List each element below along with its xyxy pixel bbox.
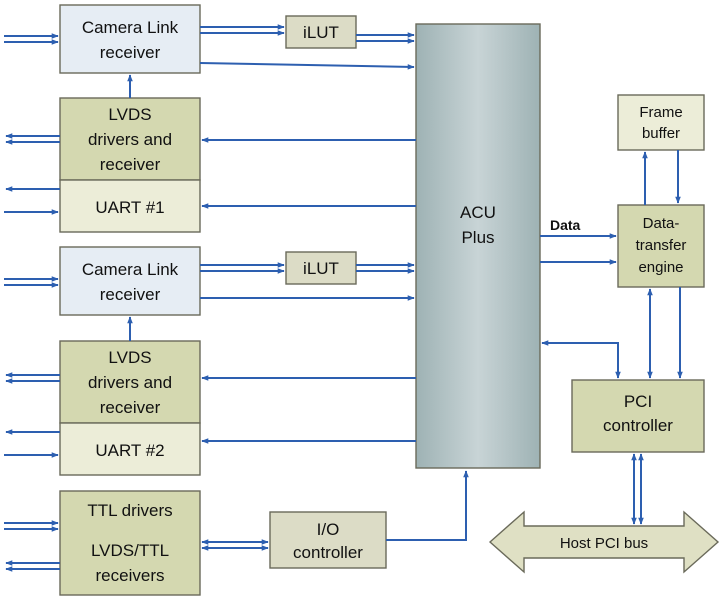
- lvds-2-line-2: drivers and: [88, 373, 172, 392]
- data-transfer-engine: Data- transfer engine: [617, 204, 705, 288]
- dte-line-1: Data-: [643, 215, 680, 232]
- uart-2-label: UART #2: [95, 441, 164, 460]
- ilut-1: iLUT: [285, 15, 357, 49]
- lvds-1-line-1: LVDS: [108, 105, 151, 124]
- camera-link-1-line-2: receiver: [100, 43, 161, 62]
- host-pci-bus: Host PCI bus: [488, 510, 720, 574]
- host-pci-bus-label: Host PCI bus: [560, 535, 648, 552]
- acu-line-1: ACU: [460, 203, 496, 222]
- frame-buffer: Frame buffer: [617, 94, 705, 151]
- ttl-drivers-receivers: TTL drivers LVDS/TTL receivers: [59, 490, 201, 596]
- uart-1-label: UART #1: [95, 198, 164, 217]
- lvds-drivers-receiver-1: LVDS drivers and receiver: [59, 97, 201, 181]
- dte-line-3: engine: [638, 259, 683, 276]
- camera-link-receiver-2: Camera Link receiver: [59, 246, 201, 316]
- uart-1: UART #1: [59, 179, 201, 233]
- ilut-2: iLUT: [285, 251, 357, 285]
- frame-buffer-line-1: Frame: [639, 104, 682, 121]
- pci-controller-line-2: controller: [603, 416, 673, 435]
- camera-link-receiver-1: Camera Link receiver: [59, 4, 201, 74]
- lvds-drivers-receiver-2: LVDS drivers and receiver: [59, 340, 201, 424]
- camera-link-2-line-2: receiver: [100, 285, 161, 304]
- lvds-1-line-3: receiver: [100, 155, 161, 174]
- io-controller-line-2: controller: [293, 543, 363, 562]
- acu-line-2: Plus: [461, 228, 494, 247]
- pci-controller: PCI controller: [571, 379, 705, 453]
- acu-plus: ACU Plus: [415, 23, 541, 469]
- arrow-acu-pci: [541, 340, 621, 379]
- lvds-2-line-3: receiver: [100, 398, 161, 417]
- frame-buffer-line-2: buffer: [642, 125, 680, 142]
- ilut-2-label: iLUT: [303, 259, 339, 278]
- ttl-line-1: TTL drivers: [87, 501, 172, 520]
- lvds-1-line-2: drivers and: [88, 130, 172, 149]
- lvds-2-line-1: LVDS: [108, 348, 151, 367]
- io-controller-line-1: I/O: [317, 520, 340, 539]
- ttl-line-2: LVDS/TTL: [91, 541, 169, 560]
- camera-link-1-line-1: Camera Link: [82, 18, 179, 37]
- arrow-cl1-acu: [199, 62, 415, 70]
- pci-controller-line-1: PCI: [624, 392, 652, 411]
- data-label: Data: [550, 217, 581, 233]
- camera-link-2-line-1: Camera Link: [82, 260, 179, 279]
- arrow-io-acu: [386, 470, 469, 541]
- dte-line-2: transfer: [636, 237, 687, 254]
- connection-arrows: [4, 24, 683, 572]
- uart-2: UART #2: [59, 422, 201, 476]
- io-controller: I/O controller: [269, 511, 387, 569]
- ilut-1-label: iLUT: [303, 23, 339, 42]
- ttl-line-3: receivers: [96, 566, 165, 585]
